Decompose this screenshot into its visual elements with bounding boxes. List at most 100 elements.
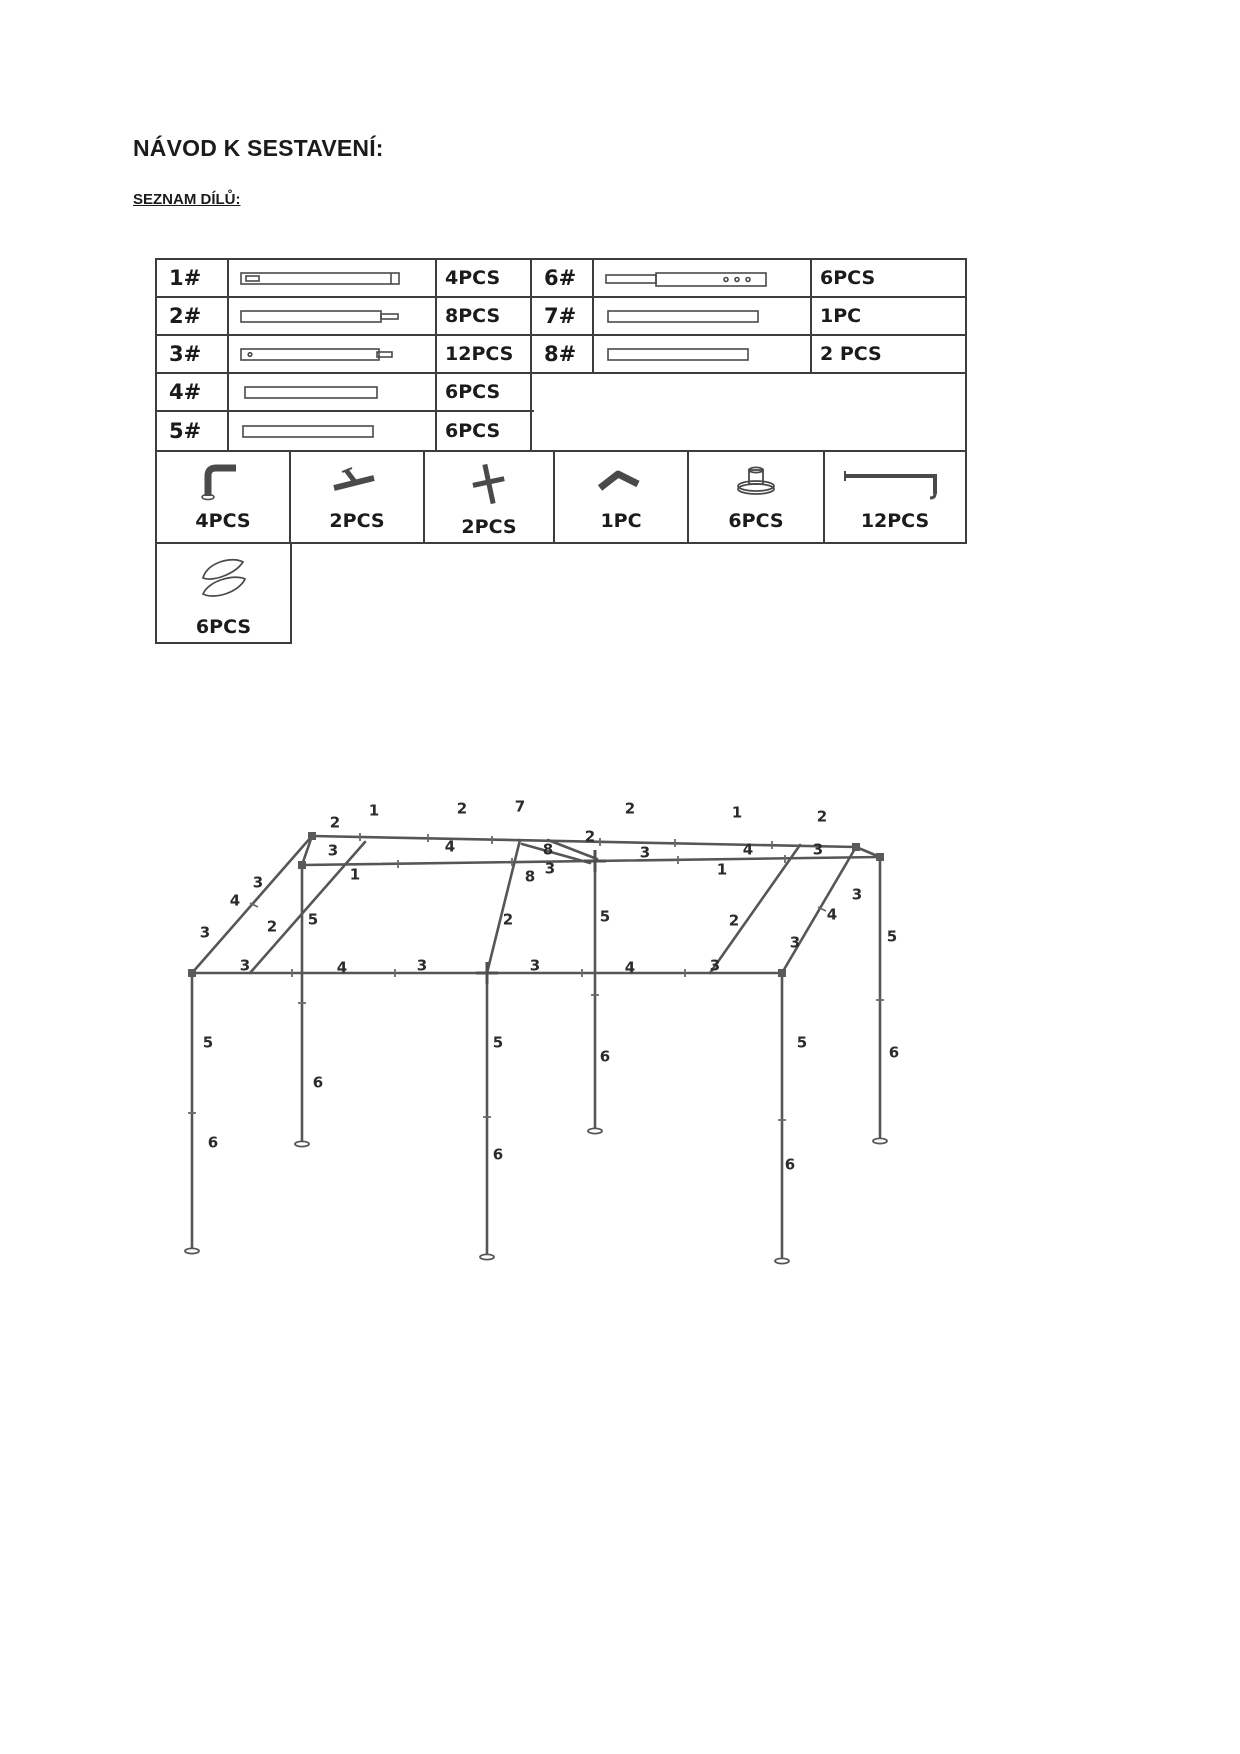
part-id: 3# [157, 336, 229, 372]
diagram-label: 3 [327, 841, 339, 860]
diagram-label: 6 [492, 1145, 504, 1164]
parts-table-right-group: 6# 6PCS 7# [534, 260, 965, 450]
diagram-label: 4 [229, 891, 241, 910]
diagram-label: 4 [624, 958, 636, 977]
connector-cell: 2PCS [291, 452, 425, 542]
diagram-label: 2 [266, 917, 278, 936]
parts-list-heading: SEZNAM DÍLŮ: [133, 191, 241, 208]
clip-icon [189, 552, 259, 614]
parts-table-left-group: 1# 4PCS 2# 8PCS [157, 260, 534, 450]
diagram-label: 3 [529, 956, 541, 975]
table-row: 7# 1PC [534, 298, 965, 336]
connector-cell: 6PCS [689, 452, 825, 542]
rod-with-nub-icon [229, 298, 437, 334]
diagram-label: 5 [307, 910, 319, 929]
part-id: 4# [157, 374, 229, 410]
table-row: 6# 6PCS [534, 260, 965, 298]
diagram-label: 5 [796, 1033, 808, 1052]
parts-table-top: 1# 4PCS 2# 8PCS [157, 260, 965, 450]
diagram-label: 3 [851, 885, 863, 904]
diagram-label: 6 [312, 1073, 324, 1092]
diagram-label: 5 [492, 1033, 504, 1052]
connectors-row: 4PCS 2PCS [157, 450, 965, 542]
connector-cell: 2PCS [425, 452, 555, 542]
part-id: 5# [157, 412, 229, 450]
diagram-label: 3 [239, 956, 251, 975]
base-foot-icon [721, 458, 791, 508]
diagram-label: 3 [199, 923, 211, 942]
clip-cell: 6PCS [155, 544, 292, 644]
diagram-label: 2 [502, 910, 514, 929]
connector-cell: 12PCS [825, 452, 965, 542]
diagram-label: 6 [207, 1133, 219, 1152]
diagram-label: 3 [252, 873, 264, 892]
diagram-label: 1 [368, 801, 380, 820]
diagram-label: 2 [584, 827, 596, 846]
diagram-label: 1 [731, 803, 743, 822]
plain-rod-icon [594, 298, 812, 334]
table-row: 3# 12PCS [157, 336, 534, 374]
diagram-label: 3 [544, 859, 556, 878]
connector-qty: 1PC [600, 510, 642, 532]
plain-rod-icon [229, 374, 437, 410]
connector-cell: 1PC [555, 452, 689, 542]
part-qty: 2 PCS [820, 343, 882, 365]
frame-diagram [184, 832, 888, 1265]
diagram-label: 3 [789, 933, 801, 952]
connector-qty: 2PCS [329, 510, 385, 532]
diagram-label: 3 [709, 956, 721, 975]
table-row: 4# 6PCS [157, 374, 534, 412]
page-title: NÁVOD K SESTAVENÍ: [133, 135, 384, 161]
diagram-label: 3 [812, 840, 824, 859]
elbow-connector-icon [188, 458, 258, 508]
diagram-label: 5 [202, 1033, 214, 1052]
connector-cell: 4PCS [157, 452, 291, 542]
connector-qty: 2PCS [461, 516, 517, 538]
connector-qty: 12PCS [860, 510, 930, 532]
part-id: 6# [534, 260, 594, 296]
diagram-label: 2 [624, 799, 636, 818]
diagram-label: 4 [336, 958, 348, 977]
rod-with-clip-icon [229, 260, 437, 296]
diagram-label: 2 [728, 911, 740, 930]
part-id: 7# [534, 298, 594, 334]
telescoping-rod-with-holes-icon [594, 260, 812, 296]
diagram-label: 4 [826, 905, 838, 924]
rod-with-button-and-nub-icon [229, 336, 437, 372]
clip-qty: 6PCS [195, 616, 252, 638]
cross-connectors [476, 850, 606, 984]
l-pin-icon [835, 458, 955, 508]
diagram-label: 1 [349, 865, 361, 884]
part-qty: 6PCS [820, 267, 876, 289]
table-row: 8# 2 PCS [534, 336, 965, 374]
diagram-label: 8 [542, 840, 554, 859]
part-qty: 12PCS [437, 336, 532, 372]
table-row: 5# 6PCS [157, 412, 534, 450]
table-row: 1# 4PCS [157, 260, 534, 298]
cross-connector-icon [454, 458, 524, 514]
diagram-label: 5 [599, 907, 611, 926]
diagram-label: 4 [742, 840, 754, 859]
diagram-label: 6 [599, 1047, 611, 1066]
part-qty: 6PCS [437, 374, 532, 410]
connector-qty: 6PCS [728, 510, 784, 532]
diagram-label: 3 [639, 843, 651, 862]
empty-table-region [534, 374, 965, 448]
diagram-label: 7 [514, 797, 526, 816]
part-id: 2# [157, 298, 229, 334]
part-qty: 1PC [820, 305, 862, 327]
part-id: 8# [534, 336, 594, 372]
angle-connector-icon [586, 458, 656, 508]
diagram-label: 4 [444, 837, 456, 856]
part-id: 1# [157, 260, 229, 296]
corner-connectors [188, 832, 884, 977]
table-row: 2# 8PCS [157, 298, 534, 336]
diagram-label: 2 [329, 813, 341, 832]
diagram-label: 8 [524, 867, 536, 886]
diagram-label: 6 [784, 1155, 796, 1174]
diagram-label: 2 [816, 807, 828, 826]
diagram-label: 1 [716, 860, 728, 879]
part-qty: 6PCS [437, 412, 532, 450]
